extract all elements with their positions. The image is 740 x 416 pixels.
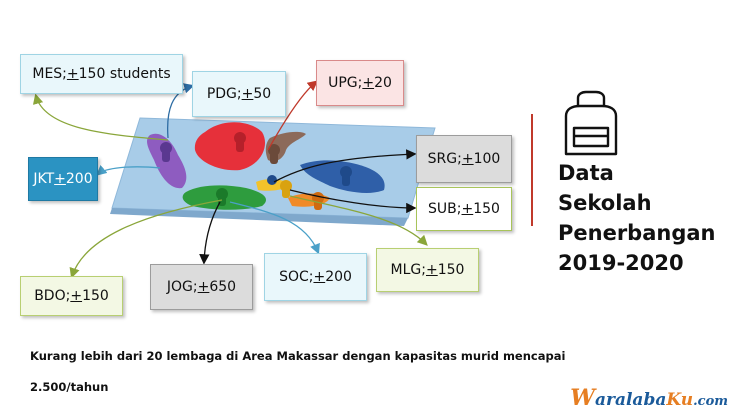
label-mes: MES; +150 students (20, 54, 183, 94)
logo-ku: Ku (666, 390, 694, 410)
label-jkt: JKT+200 (28, 157, 98, 201)
label-jog: JOG; + 650 (150, 264, 253, 310)
page-title: Data Sekolah Penerbangan 2019-2020 (558, 158, 716, 278)
label-upg: UPG; + 20 (316, 60, 404, 106)
label-sub: SUB; + 150 (416, 187, 512, 231)
label-srg: SRG; + 100 (416, 135, 512, 183)
logo-w: W (570, 385, 595, 411)
caption-line-2: 2.500/tahun (30, 380, 109, 394)
connector-arrows (32, 80, 428, 279)
backpack-icon (564, 90, 618, 156)
kalimantan-piece (194, 122, 266, 171)
map-pawns (160, 132, 352, 210)
logo-domain: .com (693, 394, 728, 409)
logo-aralaba: aralaba (594, 390, 667, 410)
title-line-3: Penerbangan (558, 221, 716, 245)
label-soc: SOC; + 200 (264, 253, 367, 301)
title-line-1: Data (558, 161, 614, 185)
caption-line-1: Kurang lebih dari 20 lembaga di Area Mak… (30, 349, 566, 363)
title-line-4: 2019-2020 (558, 251, 684, 275)
label-mlg: MLG; + 150 (376, 248, 479, 292)
label-bdo: BDO; + 150 (20, 276, 123, 316)
title-line-2: Sekolah (558, 191, 652, 215)
waralabaku-logo: WaralabaKu.com (570, 385, 728, 411)
label-pdg: PDG; + 50 (192, 71, 286, 117)
